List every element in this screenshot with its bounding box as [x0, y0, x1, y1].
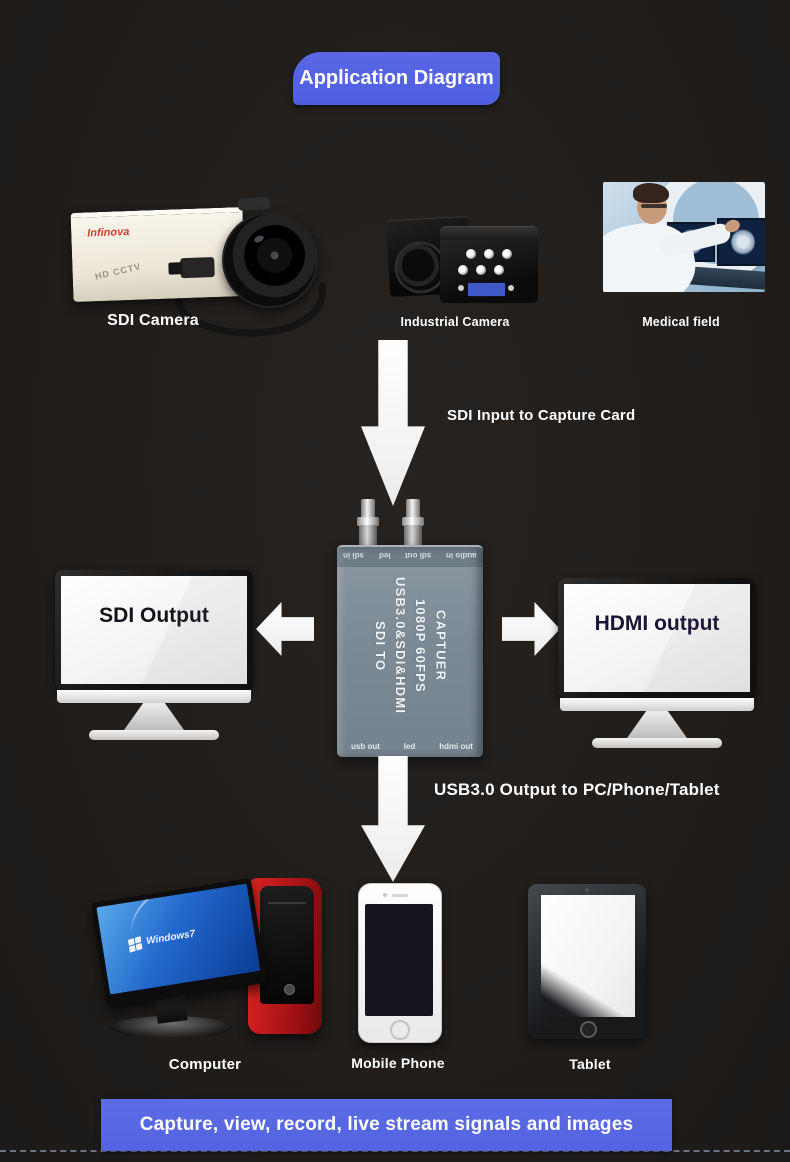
footer-banner: Capture, view, record, live stream signa… — [101, 1099, 672, 1151]
capture-card-body: sdi in led sdi out audio in SDI TO USB3.… — [337, 545, 483, 757]
left-arrow-icon — [256, 602, 314, 656]
camera-button — [502, 249, 512, 259]
sdi-output-monitor: SDI Output — [55, 570, 253, 742]
camera-brand-text: Infinova — [87, 225, 130, 240]
down-arrow-icon — [361, 756, 425, 882]
bnc-base — [404, 525, 422, 549]
monitor-stand — [124, 703, 184, 730]
sdi-output-label: SDI Output — [99, 604, 209, 627]
monitor-base — [592, 738, 722, 748]
port-label-usb-out: usb out — [351, 742, 380, 751]
usb-output-caption: USB3.0 Output to PC/Phone/Tablet — [434, 780, 720, 799]
sdi-camera-image: Infinova HD CCTV — [62, 180, 330, 337]
computer-label: Computer — [168, 1056, 242, 1073]
top-port-labels: sdi in led sdi out audio in — [343, 551, 477, 560]
doctor-glasses — [641, 204, 667, 208]
tablet-image — [528, 884, 646, 1039]
pc-monitor: Windows7 — [90, 877, 268, 1009]
camera-button — [494, 265, 504, 275]
monitor-chin — [57, 690, 251, 703]
tablet-label: Tablet — [569, 1056, 611, 1072]
phone-camera-dot — [383, 893, 387, 897]
camera-button — [466, 249, 476, 259]
panel-line-2: 1080P 60FPS CAPTUER — [413, 599, 449, 693]
industrial-camera-image — [386, 202, 540, 314]
hdmi-output-label: HDMI output — [594, 612, 720, 635]
camera-lens — [222, 212, 318, 308]
power-button-icon — [284, 984, 295, 995]
camera-button — [458, 265, 468, 275]
tablet-camera-dot — [585, 888, 589, 892]
screen-swoosh-graphic — [119, 883, 261, 970]
page-title: Application Diagram — [293, 52, 500, 105]
monitor-screen: HDMI output — [564, 584, 750, 692]
port-label-sdi-out: sdi out — [405, 551, 432, 560]
bnc-flange — [357, 517, 379, 526]
pc-tower-front — [260, 886, 314, 1004]
hdmi-output-monitor: HDMI output — [558, 578, 756, 750]
port-label-led: led — [403, 742, 416, 751]
monitor-chin — [560, 698, 754, 711]
doctor-hair — [633, 183, 669, 203]
phone-screen — [365, 904, 433, 1016]
footer-caption: Capture, view, record, live stream signa… — [139, 1114, 634, 1135]
camera-button — [476, 265, 486, 275]
bnc-base — [359, 525, 377, 549]
capture-card-panel-text: SDI TO USB3.0&SDI&HDMI 1080P 60FPS CAPTU… — [337, 563, 483, 729]
bnc-connector-icon — [357, 499, 379, 549]
capture-card-device: sdi in led sdi out audio in SDI TO USB3.… — [337, 497, 483, 757]
port-screw — [458, 285, 464, 291]
monitor-stand — [627, 711, 687, 738]
monitor-screen: SDI Output — [61, 576, 247, 684]
panel-line-1: SDI TO USB3.0&SDI&HDMI — [372, 577, 408, 715]
right-arrow-icon — [502, 602, 560, 656]
home-button-icon — [580, 1021, 597, 1038]
bnc-flange — [402, 517, 424, 526]
bnc-shaft — [361, 499, 375, 521]
monitor-base — [89, 730, 219, 740]
home-button-icon — [390, 1020, 410, 1040]
bnc-connector-icon — [402, 499, 424, 549]
vga-port — [467, 282, 506, 297]
computer-image: Windows7 — [90, 876, 326, 1048]
port-label-audio-in: audio in — [446, 551, 477, 560]
camera-model-text: HD CCTV — [94, 261, 143, 282]
camera-top-knob — [237, 197, 271, 211]
medical-field-label: Medical field — [642, 315, 720, 329]
windows-logo-icon — [127, 936, 143, 953]
camera-connector — [180, 257, 215, 279]
bnc-shaft — [406, 499, 420, 521]
phone-speaker — [392, 894, 408, 897]
down-arrow-icon — [361, 340, 425, 506]
port-label-led: led — [378, 551, 391, 560]
mobile-phone-label: Mobile Phone — [351, 1055, 445, 1071]
industrial-camera-label: Industrial Camera — [400, 315, 510, 329]
page-title-text: Application Diagram — [299, 67, 494, 89]
port-label-sdi-in: sdi in — [343, 551, 364, 560]
mobile-phone-image — [358, 883, 442, 1043]
industrial-camera-rear-unit — [440, 226, 538, 303]
pc-screen: Windows7 — [96, 883, 261, 995]
selection-dashed-line — [0, 1150, 790, 1152]
sdi-input-caption: SDI Input to Capture Card — [447, 407, 636, 424]
port-screw — [508, 285, 514, 291]
bottom-port-labels: usb out led hdmi out — [351, 742, 473, 751]
tablet-screen — [541, 895, 635, 1017]
camera-button — [484, 249, 494, 259]
monitor-base — [110, 1016, 232, 1038]
dvd-slot — [268, 902, 306, 904]
camera-body: Infinova HD CCTV — [70, 207, 246, 302]
sdi-camera-label: SDI Camera — [107, 312, 199, 329]
medical-field-image — [603, 182, 765, 292]
port-label-hdmi-out: hdmi out — [439, 742, 473, 751]
